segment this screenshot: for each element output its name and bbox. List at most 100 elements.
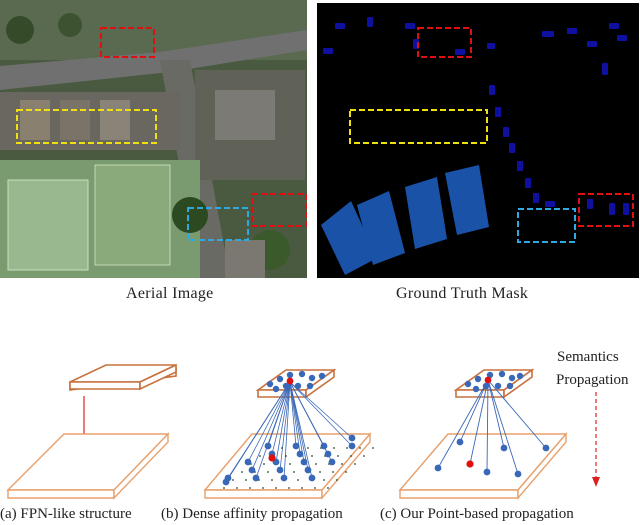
grid-dot <box>241 471 243 473</box>
feature-point <box>266 380 274 388</box>
grid-dot <box>288 487 290 489</box>
grid-dot <box>319 471 321 473</box>
subcaption-fpn: (a) FPN-like structure <box>0 506 132 522</box>
feature-point <box>318 372 326 380</box>
propagation-line <box>289 381 297 447</box>
grid-dot <box>307 447 309 449</box>
grid-dot <box>311 455 313 457</box>
grid-dot <box>346 447 348 449</box>
feature-point <box>298 370 306 378</box>
propagation-line <box>247 381 291 463</box>
feature-point <box>286 371 294 379</box>
propagation-line <box>275 381 291 463</box>
feature-point <box>328 458 336 466</box>
feature-point <box>500 444 508 452</box>
feature-point <box>482 382 490 390</box>
propagation-line <box>437 379 489 469</box>
grid-dot <box>275 487 277 489</box>
target-point <box>466 460 474 468</box>
feature-point <box>282 382 290 390</box>
caption-aerial-image: Aerial Image <box>126 285 214 302</box>
feature-point <box>222 478 230 486</box>
feature-point <box>296 450 304 458</box>
grid-dot <box>323 479 325 481</box>
feature-point <box>472 385 480 393</box>
grid-dot <box>297 479 299 481</box>
grid-dot <box>285 455 287 457</box>
propagation-line <box>289 381 353 439</box>
feature-point <box>456 438 464 446</box>
feature-point <box>506 382 514 390</box>
feature-point <box>264 442 272 450</box>
feature-point <box>474 375 482 383</box>
grid-dot <box>262 487 264 489</box>
grid-dot <box>359 447 361 449</box>
grid-dot <box>350 455 352 457</box>
propagation-line <box>469 379 489 465</box>
grid-dot <box>259 455 261 457</box>
feature-point <box>494 382 502 390</box>
feature-point <box>348 434 356 442</box>
feature-point <box>304 466 312 474</box>
subcaption-point-based: (c) Our Point-based propagation <box>380 506 574 522</box>
feature-point <box>486 371 494 379</box>
feature-point <box>248 466 256 474</box>
propagation-line <box>267 381 291 447</box>
propagation-line <box>487 379 547 449</box>
grid-dot <box>281 447 283 449</box>
subcaption-dense-affinity: (b) Dense affinity propagation <box>161 506 343 522</box>
grid-dot <box>236 487 238 489</box>
propagation-line <box>289 381 305 463</box>
feature-point <box>508 374 516 382</box>
propagation-line <box>283 381 291 479</box>
propagation-diagram <box>6 363 600 500</box>
grid-dot <box>314 487 316 489</box>
propagation-line <box>289 381 353 447</box>
grid-dot <box>341 463 343 465</box>
fpn-structure <box>6 363 177 500</box>
grid-dot <box>263 463 265 465</box>
feature-point <box>280 474 288 482</box>
grid-dot <box>354 463 356 465</box>
grid-dot <box>332 471 334 473</box>
grid-dot <box>289 463 291 465</box>
feature-point <box>516 372 524 380</box>
feature-point <box>434 464 442 472</box>
propagation-line <box>486 379 489 473</box>
feature-point <box>483 468 491 476</box>
feature-point <box>324 450 332 458</box>
grid-dot <box>345 471 347 473</box>
grid-dot <box>327 487 329 489</box>
source-point <box>286 377 294 385</box>
feature-point <box>514 470 522 478</box>
feature-point <box>294 382 302 390</box>
feature-point <box>252 474 260 482</box>
propagation-line <box>289 381 309 471</box>
grid-dot <box>301 487 303 489</box>
dense-affinity <box>203 368 374 500</box>
point-based <box>398 368 568 500</box>
grid-dot <box>223 487 225 489</box>
grid-dot <box>293 471 295 473</box>
propagation-line <box>251 381 291 471</box>
feature-point <box>306 382 314 390</box>
feature-point <box>542 444 550 452</box>
feature-point <box>498 370 506 378</box>
grid-dot <box>336 479 338 481</box>
caption-ground-truth-mask: Ground Truth Mask <box>396 285 529 302</box>
feature-point <box>308 374 316 382</box>
grid-dot <box>337 455 339 457</box>
feature-point <box>308 474 316 482</box>
grid-dot <box>372 447 374 449</box>
propagation-line <box>487 379 519 475</box>
legend-semantics: Semantics <box>557 349 619 365</box>
grid-dot <box>232 479 234 481</box>
propagation-line <box>279 381 291 471</box>
feature-point <box>300 458 308 466</box>
ground-truth-mask <box>317 3 639 278</box>
grid-dot <box>315 463 317 465</box>
feature-point <box>464 380 472 388</box>
target-point <box>268 454 276 462</box>
grid-dot <box>267 471 269 473</box>
legend-propagation: Propagation <box>556 372 629 388</box>
